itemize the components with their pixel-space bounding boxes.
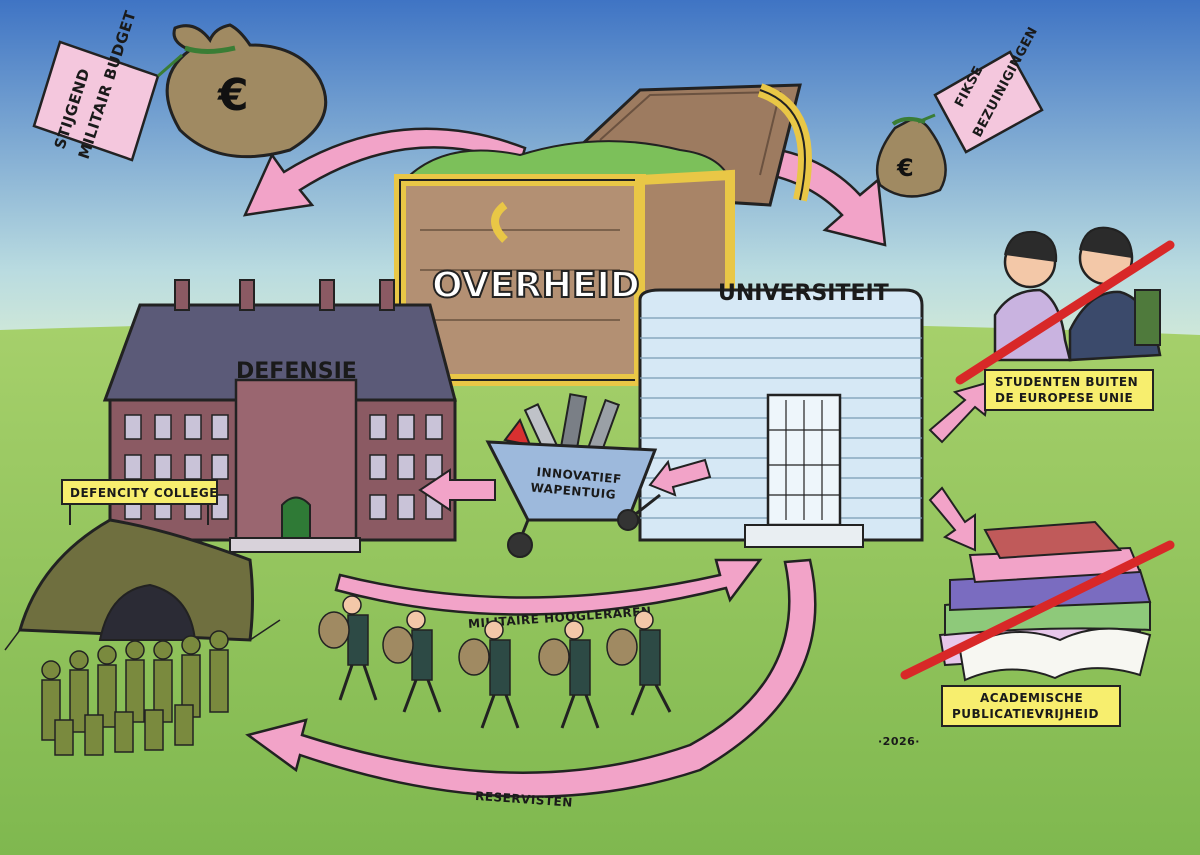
arrow-to-publicatie <box>928 486 976 552</box>
red-strike-studenten <box>955 240 1175 385</box>
soldiers-saluting <box>41 630 229 756</box>
arrow-militaire-hoogleraren <box>334 558 763 616</box>
label-studenten: STUDENTEN BUITEN DE EUROPESE UNIE <box>984 369 1154 411</box>
money-bag-large: € <box>165 23 328 159</box>
marching-soldiers <box>318 595 672 729</box>
students-figures <box>993 226 1162 362</box>
reservisten-label: RESERVISTEN <box>475 789 574 810</box>
books-stack <box>938 520 1152 682</box>
overheid-label: OVERHEID <box>432 265 640 306</box>
label-academische: ACADEMISCHE PUBLICATIEVRIJHEID <box>941 685 1121 727</box>
tent <box>4 518 281 651</box>
wheelbarrow-wapentuig: INNOVATIEF WAPENTUIG <box>485 393 661 558</box>
red-strike-publicatie <box>900 540 1175 680</box>
defencity-label: DEFENCITY COLLEGE <box>70 486 218 500</box>
euro-symbol: € <box>217 70 249 121</box>
academ-line1: ACADEMISCHE <box>980 691 1083 705</box>
arrow-wapentuig-to-defensie <box>418 468 496 512</box>
euro-symbol-small: € <box>896 154 914 182</box>
label-defencity: DEFENCITY COLLEGE <box>61 479 218 525</box>
studenten-line1: STUDENTEN BUITEN <box>995 375 1138 389</box>
defensie-building: DEFENSIE <box>102 279 457 553</box>
universiteit-label: UNIVERSITEIT <box>718 281 889 306</box>
studenten-line2: DE EUROPESE UNIE <box>995 391 1133 405</box>
artist-signature: ·2026· <box>878 735 920 748</box>
defensie-label: DEFENSIE <box>236 359 357 384</box>
academ-line2: PUBLICATIEVRIJHEID <box>952 707 1099 721</box>
signature-year: ·2026· <box>878 735 920 748</box>
arrow-reservisten <box>245 558 817 798</box>
arrow-uni-to-wheelbarrow <box>648 458 712 497</box>
universiteit-building: UNIVERSITEIT <box>638 281 924 548</box>
arrow-to-defensie <box>242 127 527 217</box>
